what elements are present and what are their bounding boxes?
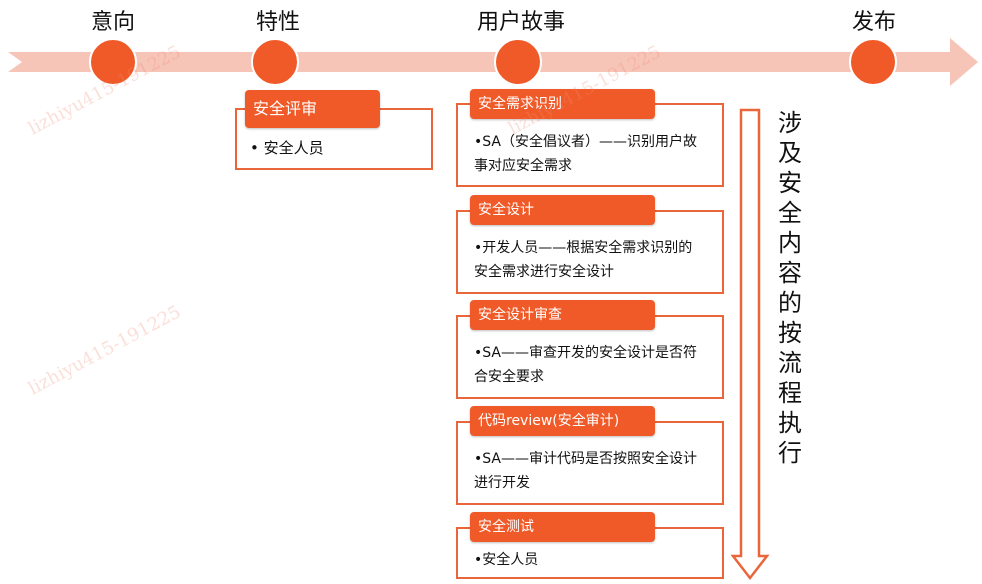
story-card-body: •SA（安全倡议者）——识别用户故事对应安全需求 xyxy=(474,134,697,174)
story-card-title: 安全设计 xyxy=(470,195,655,225)
side-note: 涉及安全内容的按流程执行 xyxy=(778,109,802,467)
milestone-label-intent: 意向 xyxy=(90,10,136,35)
story-card-title: 安全需求识别 xyxy=(470,89,655,119)
story-card-body: •安全人员 xyxy=(474,552,539,568)
feature-card-body: • 安全人员 xyxy=(250,139,324,157)
story-card-body: •SA——审计代码是否按照安全设计进行开发 xyxy=(474,451,697,491)
timeline-arrow-shape xyxy=(8,38,978,86)
milestone-label-story: 用户故事 xyxy=(476,10,566,35)
story-card-title: 安全设计审查 xyxy=(470,300,655,330)
feature-card-title: 安全评审 xyxy=(245,90,380,128)
process-down-arrow xyxy=(730,108,770,581)
milestone-dot-release xyxy=(849,38,897,86)
milestone-label-feature: 特性 xyxy=(255,10,301,35)
milestone-dot-story xyxy=(494,38,542,86)
story-card-title: 代码review(安全审计) xyxy=(470,406,655,436)
milestone-label-release: 发布 xyxy=(851,10,897,35)
milestone-dot-feature xyxy=(251,38,299,86)
story-card-title: 安全测试 xyxy=(470,512,655,542)
story-card-body: •开发人员——根据安全需求识别的安全需求进行安全设计 xyxy=(474,240,693,280)
story-card-body: •SA——审查开发的安全设计是否符合安全要求 xyxy=(474,345,697,385)
milestone-dot-intent xyxy=(89,38,137,86)
